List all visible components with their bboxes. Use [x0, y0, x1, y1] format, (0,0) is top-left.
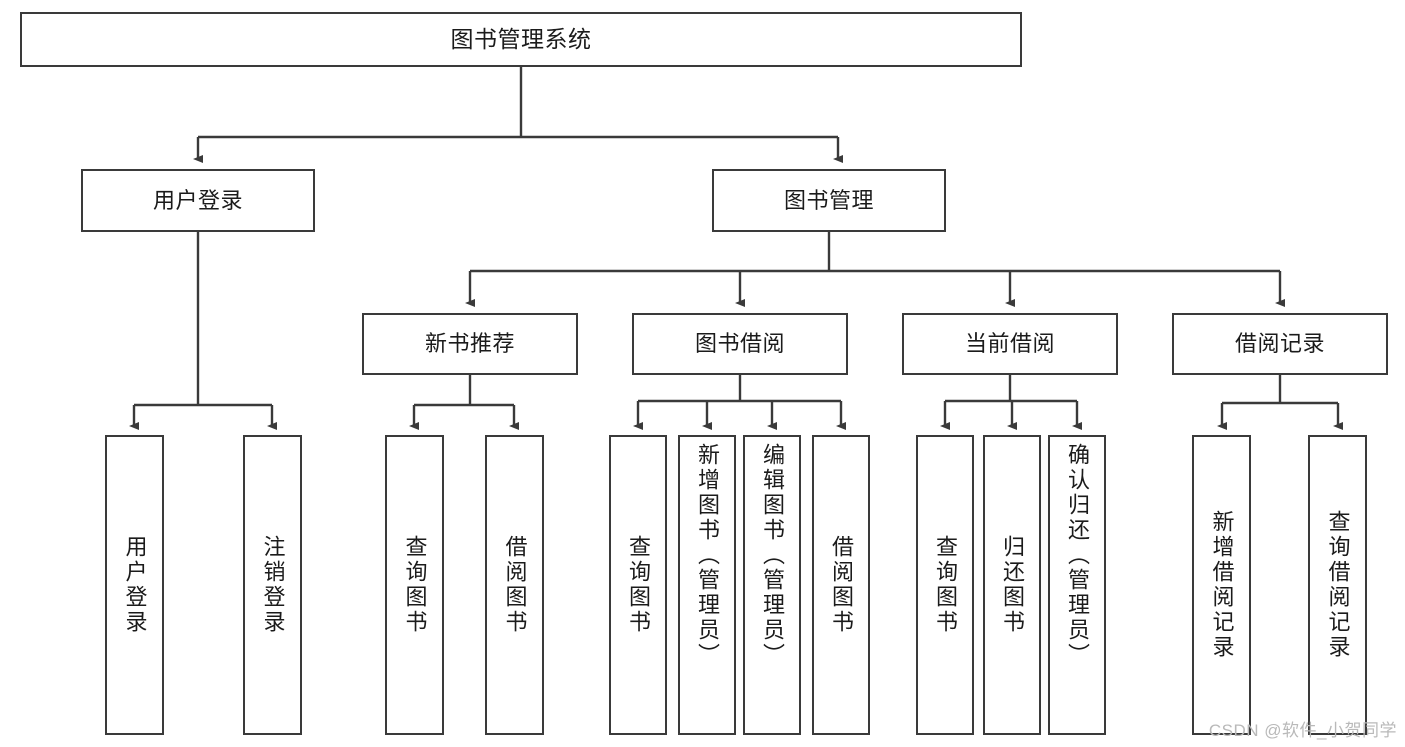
csdn-watermark: CSDN @软件_小贺同学: [1208, 721, 1397, 740]
leaf-confirm-return-label: 确认归还（管理员）: [1065, 443, 1090, 668]
leaf-return-book-label: 归还图书: [1000, 535, 1025, 635]
leaf-query-book-1-label: 查询图书: [402, 535, 428, 635]
leaf-edit-book[interactable]: 编辑图书（管理员）: [743, 435, 801, 735]
leaf-borrow-book-2-label: 借阅图书: [829, 535, 854, 635]
leaf-query-record[interactable]: 查询借阅记录: [1308, 435, 1367, 735]
node-book-borrow[interactable]: 图书借阅: [632, 313, 848, 375]
node-borrow-record[interactable]: 借阅记录: [1172, 313, 1388, 375]
leaf-user-login-label: 用户登录: [122, 535, 148, 635]
node-new-book-rec-label: 新书推荐: [424, 331, 515, 357]
leaf-user-logout-label: 注销登录: [260, 535, 286, 635]
leaf-query-book-3-label: 查询图书: [933, 535, 958, 635]
leaf-add-record[interactable]: 新增借阅记录: [1192, 435, 1251, 735]
leaf-add-book[interactable]: 新增图书（管理员）: [678, 435, 736, 735]
node-root[interactable]: 图书管理系统: [20, 12, 1022, 67]
leaf-query-book-2[interactable]: 查询图书: [609, 435, 667, 735]
node-book-borrow-label: 图书借阅: [694, 331, 785, 357]
leaf-user-login[interactable]: 用户登录: [105, 435, 164, 735]
leaf-query-book-1[interactable]: 查询图书: [385, 435, 444, 735]
leaf-borrow-book-2[interactable]: 借阅图书: [812, 435, 870, 735]
node-user-login[interactable]: 用户登录: [81, 169, 315, 232]
leaf-return-book[interactable]: 归还图书: [983, 435, 1041, 735]
node-book-manage[interactable]: 图书管理: [712, 169, 946, 232]
leaf-user-logout[interactable]: 注销登录: [243, 435, 302, 735]
node-borrow-record-label: 借阅记录: [1234, 331, 1325, 357]
leaf-edit-book-label: 编辑图书（管理员）: [760, 443, 785, 668]
node-root-label: 图书管理系统: [450, 25, 592, 52]
leaf-query-record-label: 查询借阅记录: [1325, 510, 1351, 660]
node-book-manage-label: 图书管理: [783, 187, 874, 213]
leaf-query-book-2-label: 查询图书: [626, 535, 651, 635]
node-new-book-rec[interactable]: 新书推荐: [362, 313, 578, 375]
node-user-login-label: 用户登录: [152, 187, 243, 213]
node-current-borrow-label: 当前借阅: [964, 331, 1055, 357]
node-current-borrow[interactable]: 当前借阅: [902, 313, 1118, 375]
leaf-query-book-3[interactable]: 查询图书: [916, 435, 974, 735]
leaf-borrow-book-1-label: 借阅图书: [502, 535, 528, 635]
leaf-add-book-label: 新增图书（管理员）: [695, 443, 720, 668]
leaf-borrow-book-1[interactable]: 借阅图书: [485, 435, 544, 735]
leaf-add-record-label: 新增借阅记录: [1209, 510, 1235, 660]
leaf-confirm-return[interactable]: 确认归还（管理员）: [1048, 435, 1106, 735]
